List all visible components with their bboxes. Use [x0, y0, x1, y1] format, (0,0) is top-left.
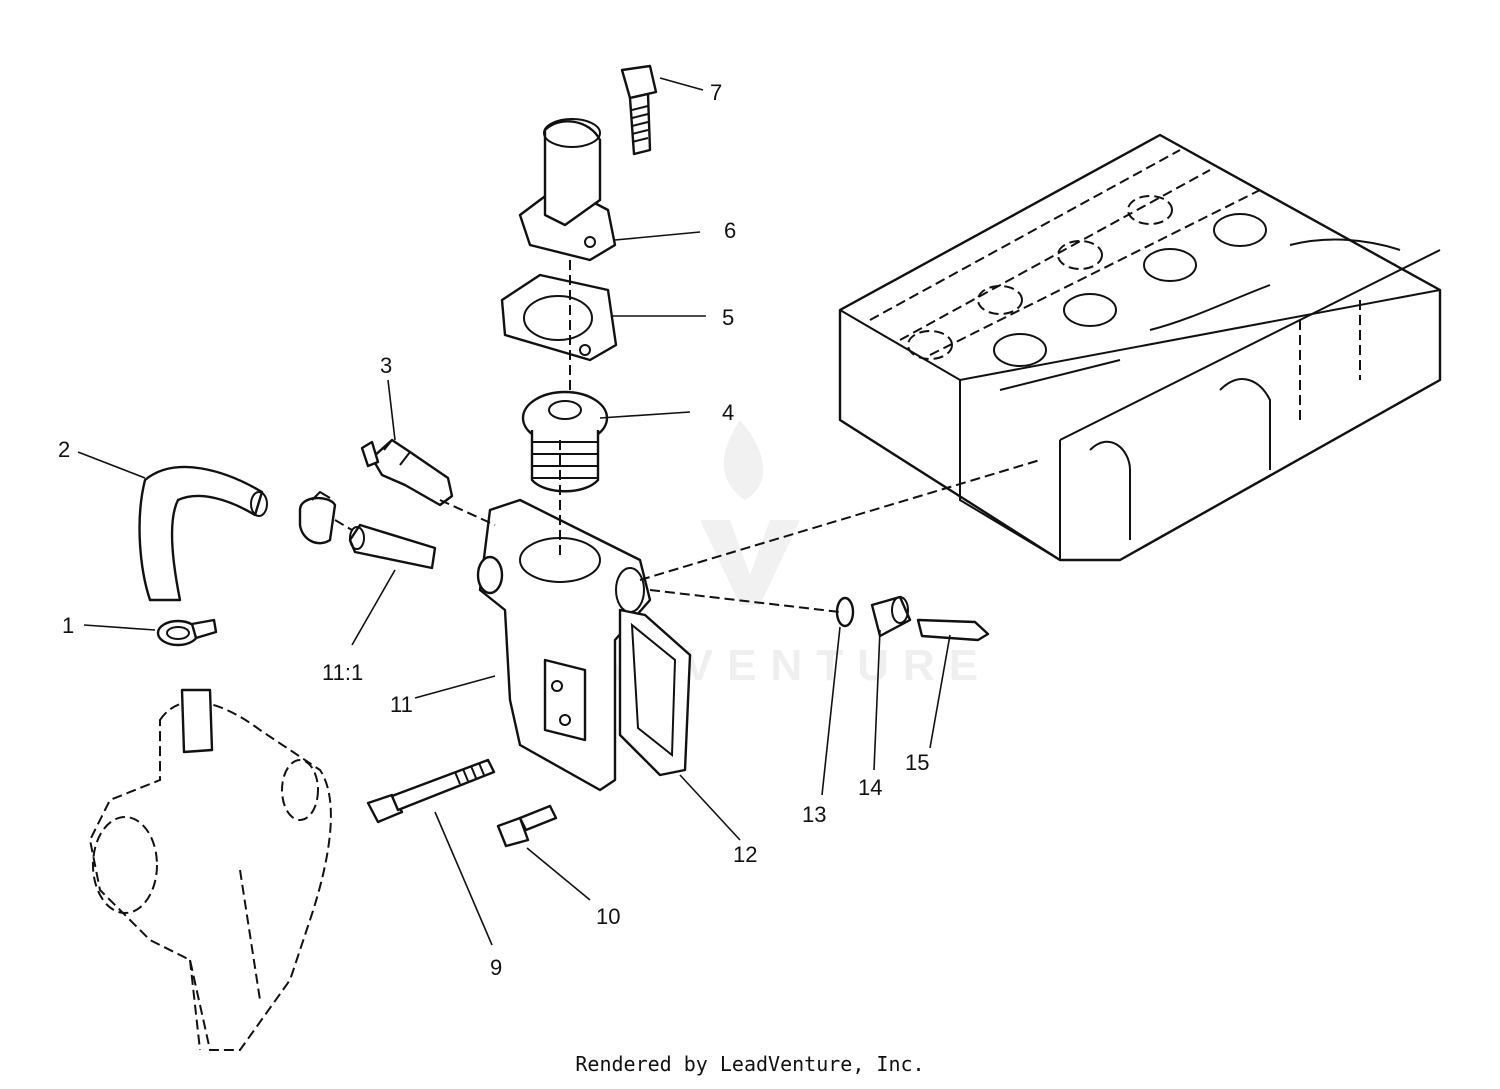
callout-7: 7 [710, 80, 722, 105]
leader-lines [77, 77, 951, 946]
water-pump-housing [88, 688, 332, 1051]
callout-12: 12 [733, 842, 757, 867]
callout-9: 9 [490, 955, 502, 980]
bolt-9 [366, 758, 496, 824]
callout-6: 6 [724, 218, 736, 243]
bolt-10 [496, 804, 558, 848]
hose-clamp [156, 618, 218, 647]
callout-3: 3 [380, 353, 392, 378]
callout-1: 1 [62, 613, 74, 638]
callout-10: 10 [596, 904, 620, 929]
callout-11: 11 [390, 692, 413, 717]
callout-2: 2 [58, 437, 70, 462]
sealing-washer [835, 596, 855, 628]
callout-14: 14 [858, 775, 882, 800]
thermostat-housing [476, 498, 652, 792]
cylinder-head [838, 133, 1442, 562]
bolt-7 [620, 64, 658, 156]
callouts: 1 2 3 4 5 6 7 9 10 11 11:1 12 13 14 15 [58, 80, 929, 980]
bypass-hose [138, 465, 268, 602]
assembly-lines [334, 260, 1041, 613]
adapter-fitting [870, 595, 912, 638]
thermostat-gasket [500, 273, 618, 362]
callout-5: 5 [722, 305, 734, 330]
bypass-pipe [348, 523, 437, 570]
render-credit-footer: Rendered by LeadVenture, Inc. [575, 1052, 925, 1076]
thermostat [521, 390, 609, 493]
head-ports [907, 195, 1401, 391]
temperature-sensor [916, 618, 990, 642]
callout-11-1: 11:1 [322, 660, 363, 685]
housing-gasket [618, 608, 692, 777]
callout-15: 15 [905, 750, 929, 775]
small-hose-clamp [298, 490, 337, 545]
callout-13: 13 [802, 802, 826, 827]
callout-4: 4 [722, 400, 734, 425]
thermostat-cover [518, 118, 617, 262]
temperature-sender [360, 438, 454, 507]
